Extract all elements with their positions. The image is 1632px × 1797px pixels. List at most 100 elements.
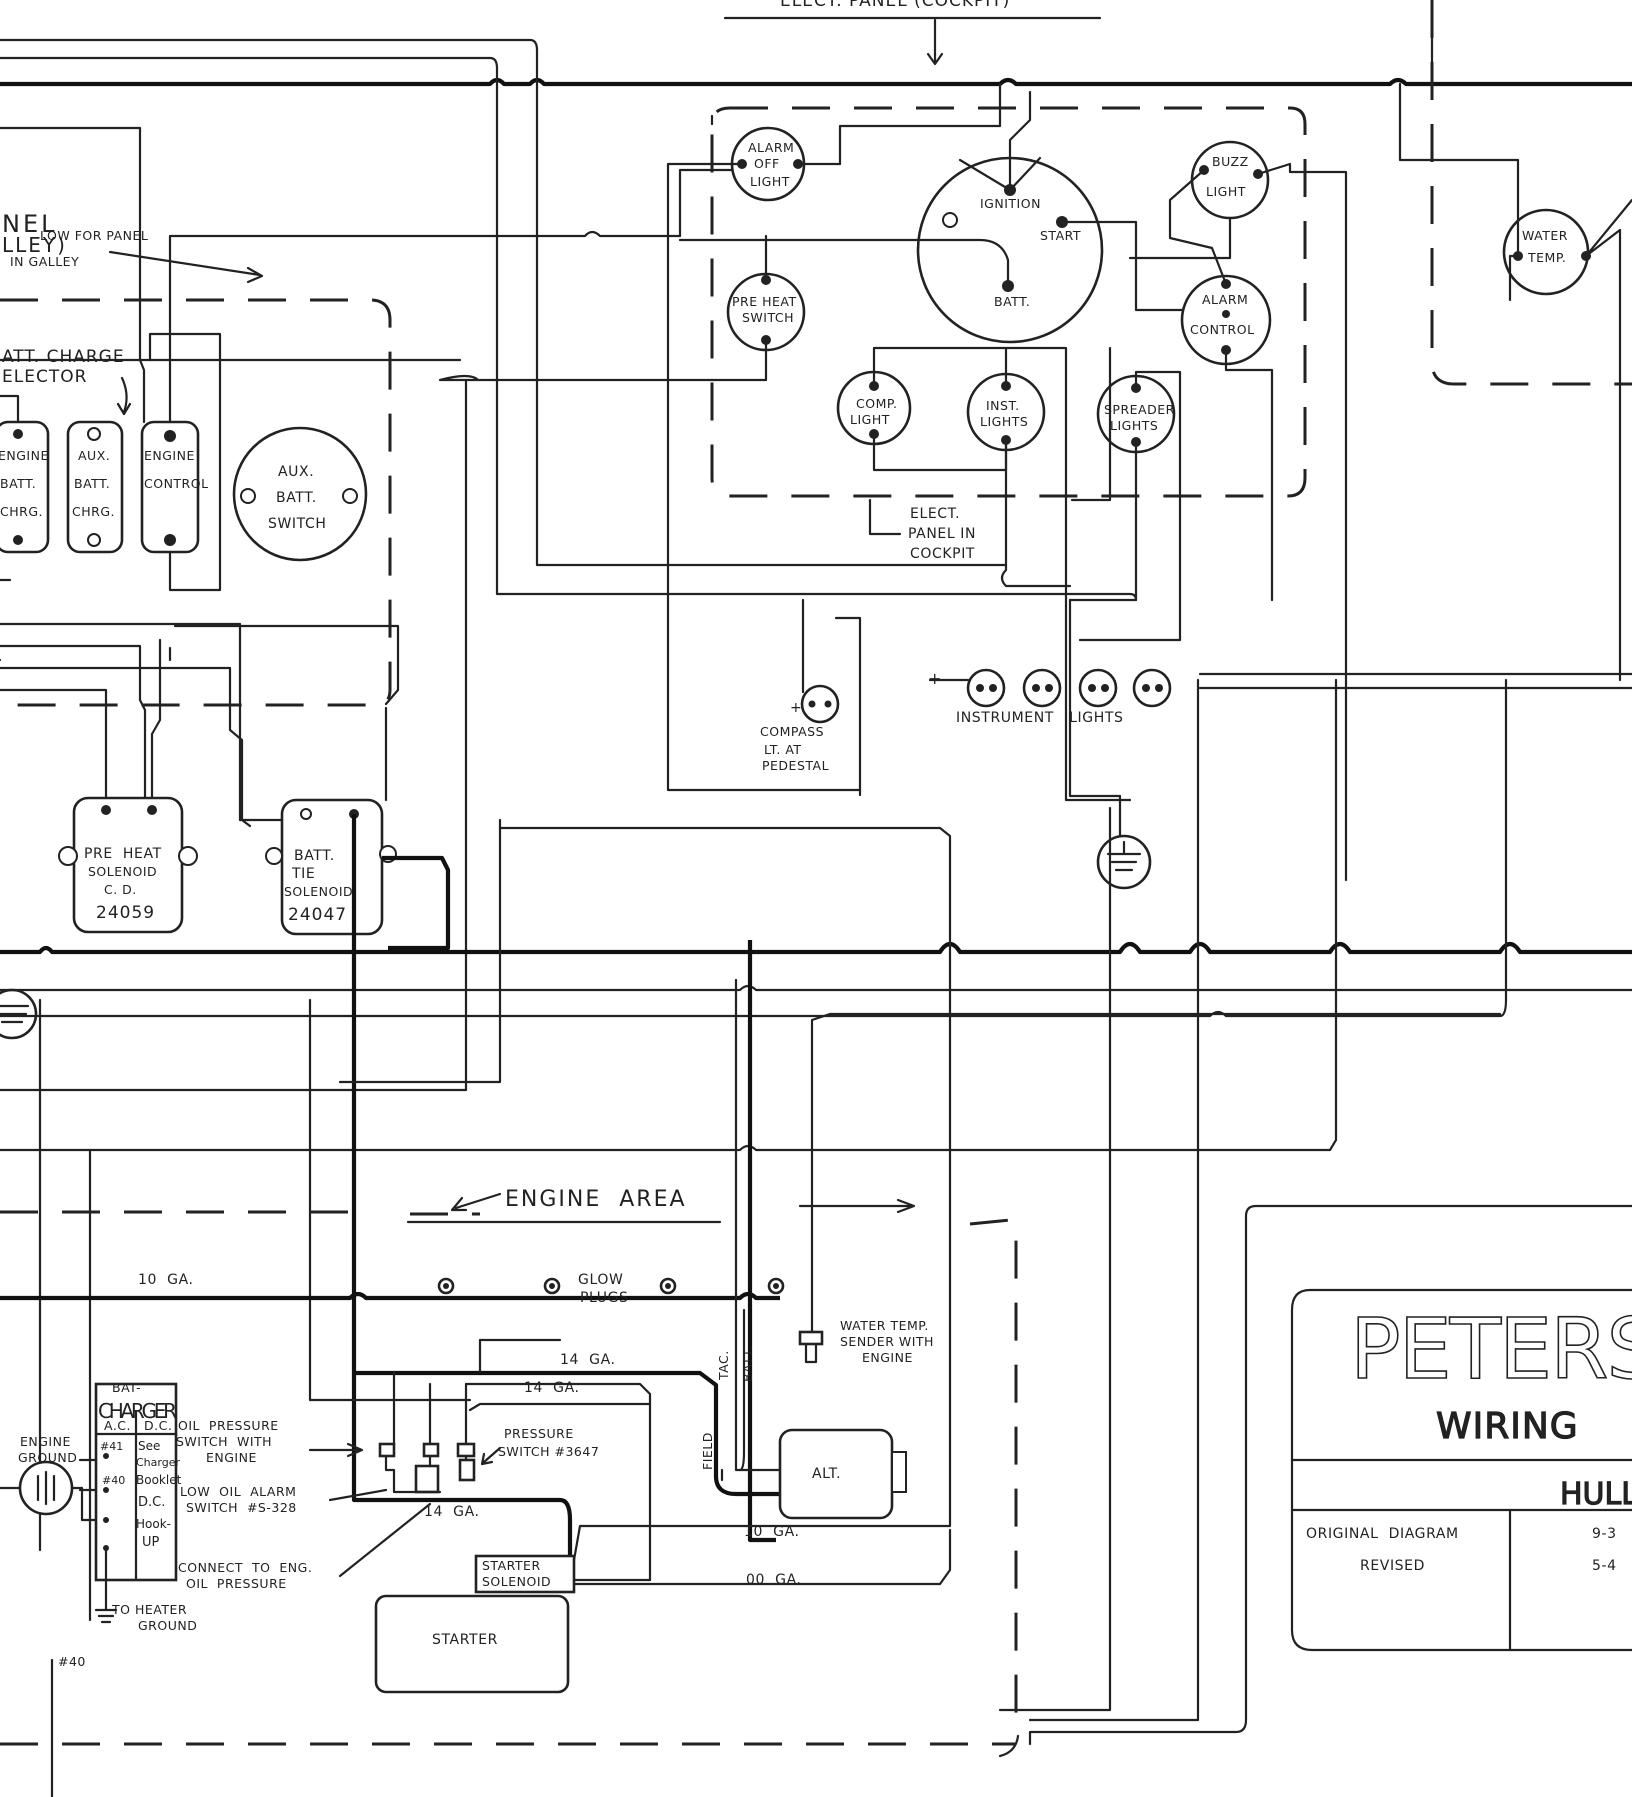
starter-solenoid-line-1: STARTER — [482, 1558, 541, 1573]
start-label: START — [1040, 228, 1081, 243]
batt-tie-solenoid-line-4: 24047 — [288, 905, 347, 925]
pre-heat-switch-line-1: PRE HEAT — [732, 294, 797, 309]
wire-14ga-b: 14 GA. — [524, 1380, 580, 1396]
charger-dc: D.C. — [144, 1418, 172, 1433]
pressure-switch-line-2: SWITCH #3647 — [498, 1444, 599, 1459]
engine-control-line-1: ENGINE — [144, 448, 195, 463]
alternator[interactable]: ALT. — [778, 1428, 907, 1520]
header-note: ELECT. PANEL (COCKPIT) — [780, 0, 1010, 11]
ground-symbol-cockpit — [1096, 834, 1152, 890]
aux-batt-switch-line-3: SWITCH — [268, 516, 327, 532]
charge-selector-line-2: ELECTOR — [2, 367, 87, 387]
starter-solenoid[interactable]: STARTER SOLENOID — [474, 1554, 576, 1594]
pre-heat-solenoid-line-2: SOLENOID — [88, 864, 157, 879]
instrument-lights-bank: + — [928, 668, 1172, 708]
alarm-off-light-line-2: OFF — [754, 156, 780, 171]
glow-plugs-line-1: GLOW — [578, 1272, 623, 1288]
aux-batt-charge-switch[interactable]: AUX. BATT. CHRG. — [66, 420, 124, 554]
batt-label-alt: BATT. — [740, 1346, 755, 1382]
comp-light-line-1: COMP. — [856, 396, 897, 411]
pre-heat-switch[interactable]: PRE HEAT SWITCH — [726, 272, 806, 352]
batt-tie-solenoid-line-1: BATT. — [294, 848, 335, 864]
galley-panel-title: NEL — [2, 210, 58, 238]
starter-solenoid-line-2: SOLENOID — [482, 1574, 551, 1589]
alarm-control-line-2: CONTROL — [1190, 322, 1255, 337]
buzz-light-line-1: BUZZ — [1212, 154, 1249, 169]
buzz-light[interactable]: BUZZ LIGHT — [1190, 140, 1270, 220]
water-temp-sender-line-2: SENDER WITH — [840, 1334, 934, 1349]
starter[interactable]: STARTER — [374, 1594, 570, 1694]
oil-pressure-line-3: ENGINE — [206, 1450, 257, 1465]
wire-14ga-c: 14 GA. — [424, 1504, 480, 1520]
inst-lights[interactable]: INST. LIGHTS — [966, 372, 1046, 452]
ground-symbol-left — [0, 988, 38, 1040]
batt-label: BATT. — [994, 294, 1030, 309]
pre-heat-solenoid-line-4: 24059 — [96, 903, 155, 923]
comp-light-line-2: LIGHT — [850, 412, 890, 427]
charge-selector-line-1: ATT. CHARGE — [2, 347, 125, 367]
water-temp-sender-line-3: ENGINE — [862, 1350, 913, 1365]
comp-light[interactable]: COMP. LIGHT — [836, 370, 912, 446]
batt-tie-solenoid-line-3: SOLENOID — [284, 884, 353, 899]
aux-batt-switch-line-2: BATT. — [276, 490, 317, 506]
water-temp-sender-line-1: WATER TEMP. — [840, 1318, 929, 1333]
pre-heat-solenoid-line-1: PRE HEAT — [84, 846, 162, 862]
title-revised-label: REVISED — [1360, 1558, 1425, 1574]
wire-14ga-a: 14 GA. — [560, 1352, 616, 1368]
wire-40: #40 — [58, 1654, 86, 1669]
aux-batt-chrg-line-1: AUX. — [78, 448, 110, 463]
spreader-lights-line-1: SPREADER — [1104, 402, 1175, 417]
aux-batt-chrg-line-2: BATT. — [74, 476, 110, 491]
engine-ground-line-1: ENGINE — [20, 1434, 71, 1449]
alternator-label: ALT. — [812, 1466, 841, 1482]
glow-plugs-line-2: PLUGS — [580, 1290, 629, 1306]
inst-lights-line-1: INST. — [986, 398, 1020, 413]
pressure-switch-line-1: PRESSURE — [504, 1426, 574, 1441]
oil-pressure-switches — [378, 1442, 476, 1494]
galley-note-line-3: IN GALLEY — [10, 254, 79, 269]
instrument-lights-label: INSTRUMENT LIGHTS — [956, 710, 1123, 726]
engine-control-line-2: CONTROL — [144, 476, 209, 491]
compass-line-2: LT. AT — [764, 742, 802, 757]
cockpit-panel-note-2: PANEL IN — [908, 526, 976, 542]
compass-light[interactable]: + — [790, 684, 840, 724]
alarm-control-line-1: ALARM — [1202, 292, 1248, 307]
engine-batt-chrg-line-2: BATT. — [0, 476, 36, 491]
charger-row-5-txt: Hook- — [136, 1517, 171, 1531]
connect-note-line-1: CONNECT TO ENG. — [178, 1560, 312, 1575]
title-hull: HULL — [1560, 1477, 1632, 1512]
title-revised-value: 5-4 — [1592, 1558, 1617, 1574]
engine-control-switch[interactable]: ENGINE CONTROL — [140, 420, 209, 554]
battery-charger[interactable]: BAT- CHARGER A.C. D.C. #41 See Charger #… — [94, 1380, 182, 1582]
pre-heat-solenoid[interactable]: PRE HEAT SOLENOID C. D. 24059 — [58, 796, 198, 934]
water-temp-gauge[interactable]: WATER TEMP. — [1502, 208, 1591, 296]
charger-ac: A.C. — [104, 1418, 131, 1433]
aux-batt-chrg-line-3: CHRG. — [72, 504, 115, 519]
water-temp-gauge-line-1: WATER — [1522, 228, 1568, 243]
spreader-lights-line-2: LIGHTS — [1110, 418, 1158, 433]
wire-10ga-bottom: 10 GA. — [744, 1524, 800, 1540]
low-oil-alarm-line-2: SWITCH #S-328 — [186, 1500, 297, 1515]
oil-pressure-line-1: OIL PRESSURE — [178, 1418, 279, 1433]
engine-ground-symbol — [18, 1460, 74, 1516]
alarm-off-light[interactable]: ALARM OFF LIGHT — [730, 126, 806, 202]
charger-title-small: BAT- — [112, 1380, 141, 1395]
to-heater-line-2: GROUND — [138, 1618, 197, 1633]
title-block: PETERSON WIRING HULL ORIGINAL DIAGRAM 9-… — [1290, 1288, 1632, 1652]
title-company: PETERSON — [1350, 1300, 1632, 1398]
batt-tie-solenoid[interactable]: BATT. TIE SOLENOID 24047 — [265, 798, 397, 936]
batt-tie-solenoid-line-2: TIE — [291, 866, 315, 882]
buzz-light-line-2: LIGHT — [1206, 184, 1246, 199]
wire-00ga: 00 GA. — [746, 1572, 802, 1588]
aux-batt-switch[interactable]: AUX. BATT. SWITCH — [232, 426, 368, 562]
glow-plugs — [437, 1277, 785, 1295]
pre-heat-solenoid-line-3: C. D. — [104, 882, 137, 897]
galley-note-line-1: LOW FOR PANEL — [40, 228, 148, 243]
charger-row-4-txt: D.C. — [138, 1495, 165, 1510]
water-temp-gauge-line-2: TEMP. — [1527, 250, 1566, 265]
engine-batt-charge-switch[interactable]: ENGINE BATT. CHRG. — [0, 420, 50, 554]
title-original-label: ORIGINAL DIAGRAM — [1306, 1526, 1459, 1542]
tac-label: TAC. — [716, 1350, 731, 1381]
ignition-switch[interactable]: IGNITION START BATT. — [916, 156, 1104, 344]
